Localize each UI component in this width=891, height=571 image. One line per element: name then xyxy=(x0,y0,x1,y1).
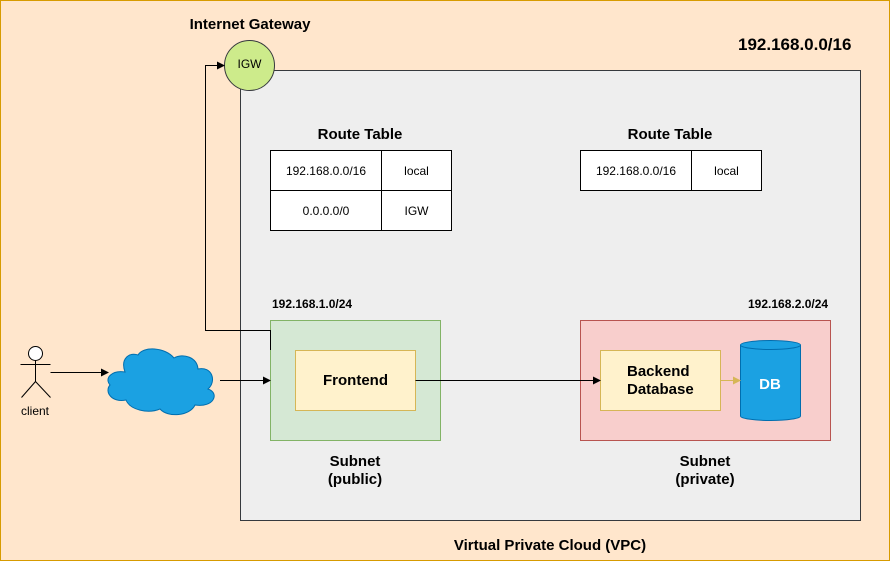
private-subnet-type: (private) xyxy=(675,471,735,488)
route-table-2-row1-dest: 192.168.0.0/16 xyxy=(595,163,677,178)
route-table-2-row1-target: local xyxy=(714,163,739,178)
route-table-1-title: Route Table xyxy=(317,126,403,143)
db-label: DB xyxy=(759,376,781,393)
vpc-cidr: 192.168.0.0/16 xyxy=(738,35,852,54)
vpc-container xyxy=(240,70,861,521)
frontend-box xyxy=(295,350,416,411)
route-table-1-row1-dest: 192.168.0.0/16 xyxy=(285,163,367,178)
private-subnet-label: Subnet xyxy=(679,453,731,470)
igw-title: Internet Gateway xyxy=(189,16,311,33)
database-cylinder xyxy=(740,340,801,421)
route-table-1-row1-target: local xyxy=(404,163,429,178)
database-label: Database xyxy=(627,381,694,398)
client-label: client xyxy=(20,404,49,418)
route-table-1-row2-target: IGW xyxy=(404,203,429,218)
internet-cloud-icon xyxy=(107,348,215,416)
frontend-label: Frontend xyxy=(323,372,388,389)
route-table-2 xyxy=(580,150,762,191)
public-subnet-cidr: 192.168.1.0/24 xyxy=(272,297,353,311)
route-table-1-row2-dest: 0.0.0.0/0 xyxy=(302,203,350,218)
subnet-to-igw-arrow xyxy=(205,61,271,350)
client-person-icon xyxy=(20,346,51,398)
public-subnet-label: Subnet xyxy=(329,453,381,470)
backend-label: Backend xyxy=(627,363,690,380)
public-subnet-type: (public) xyxy=(327,471,383,488)
route-table-2-title: Route Table xyxy=(627,126,713,143)
private-subnet-cidr: 192.168.2.0/24 xyxy=(748,297,829,311)
igw-short-label: IGW xyxy=(237,57,262,71)
vpc-label: Virtual Private Cloud (VPC) xyxy=(453,537,647,554)
